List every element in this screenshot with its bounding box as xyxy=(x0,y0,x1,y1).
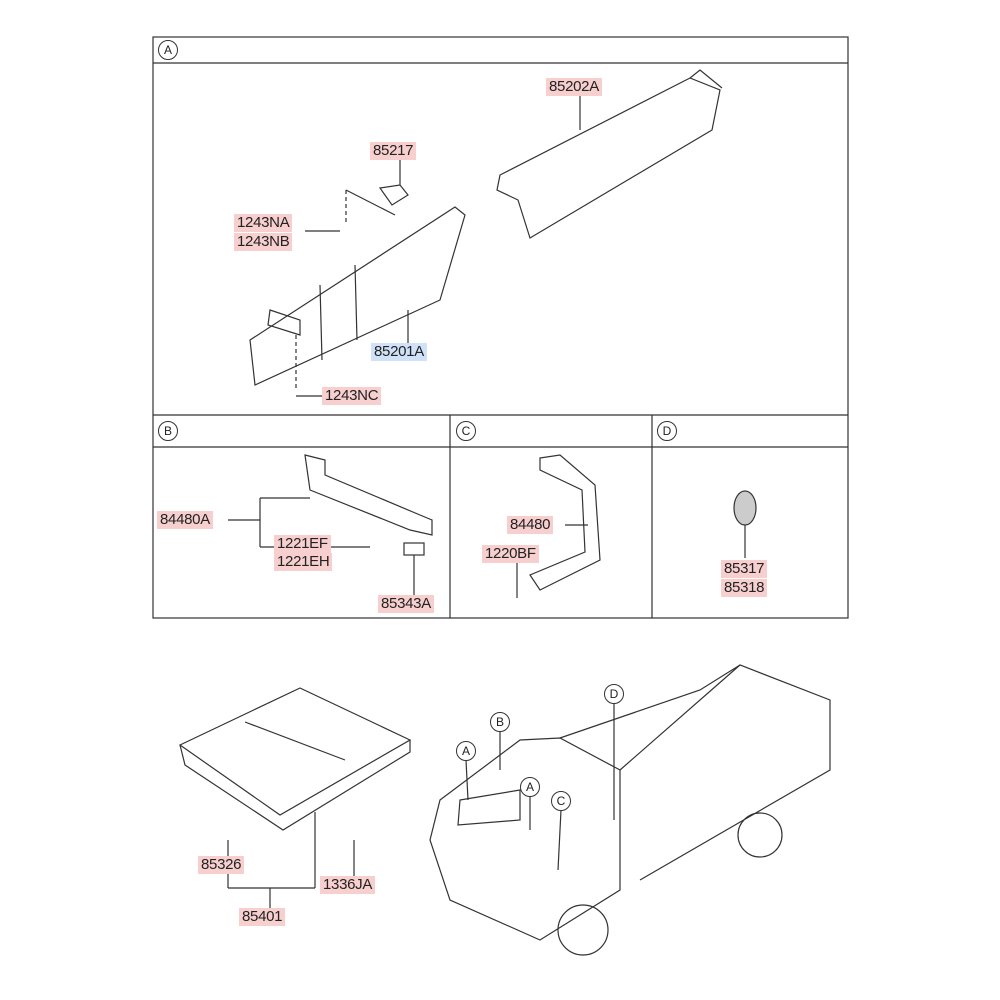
part-84480A[interactable]: 84480A xyxy=(157,511,213,529)
part-1336JA[interactable]: 1336JA xyxy=(320,876,376,894)
sun-visor-right-drawing xyxy=(496,69,723,239)
section-b-marker: B xyxy=(158,421,178,441)
part-85343A[interactable]: 85343A xyxy=(378,595,434,613)
part-85202A[interactable]: 85202A xyxy=(546,78,602,96)
floor-mat-drawing xyxy=(178,687,412,908)
truck-callout-d[interactable]: D xyxy=(604,684,624,704)
part-85201A[interactable]: 85201A xyxy=(371,343,427,361)
part-1220BF[interactable]: 1220BF xyxy=(482,545,539,563)
truck-callout-b[interactable]: B xyxy=(490,712,510,732)
cover-d-drawing xyxy=(733,490,757,558)
section-frames xyxy=(152,36,849,619)
section-d-marker: D xyxy=(657,421,677,441)
section-a-marker: A xyxy=(158,40,178,60)
truck-drawing xyxy=(429,664,831,956)
part-85326[interactable]: 85326 xyxy=(198,856,245,874)
handle-c-drawing xyxy=(516,454,601,598)
part-1243NB[interactable]: 1243NB xyxy=(234,233,293,251)
truck-callout-c[interactable]: C xyxy=(551,791,571,811)
part-1243NC[interactable]: 1243NC xyxy=(322,387,382,405)
part-1221EH[interactable]: 1221EH xyxy=(274,553,333,571)
section-c-marker: C xyxy=(456,421,476,441)
part-84480[interactable]: 84480 xyxy=(507,516,554,534)
truck-callout-lines xyxy=(465,703,615,871)
part-1243NA[interactable]: 1243NA xyxy=(234,214,293,232)
part-1221EF[interactable]: 1221EF xyxy=(274,535,331,553)
part-85401[interactable]: 85401 xyxy=(239,908,286,926)
part-85317[interactable]: 85317 xyxy=(721,560,768,578)
truck-callout-a2[interactable]: A xyxy=(520,777,540,797)
part-85318[interactable]: 85318 xyxy=(721,579,768,597)
truck-callout-a[interactable]: A xyxy=(456,741,476,761)
part-85217[interactable]: 85217 xyxy=(370,142,417,160)
handle-b-drawing xyxy=(228,454,433,595)
sun-visor-left-drawing xyxy=(249,160,466,397)
